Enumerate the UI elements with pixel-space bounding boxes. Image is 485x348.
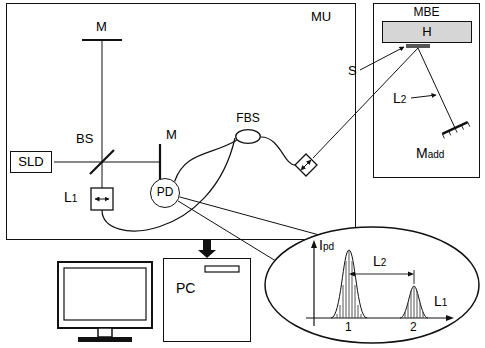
node-label: L2 [373,254,386,269]
additional-mirror [442,122,467,134]
part-label: L2 [393,91,406,106]
photodiode-circle: PD [150,178,180,208]
fringe [414,286,415,318]
dimension-arrowhead [408,272,414,277]
part-label: L1 [64,190,77,205]
optical-fiber [261,137,295,165]
leader-arrow [360,47,404,70]
splitter-outline [236,130,261,144]
fiber-splitter: FBS [228,112,268,146]
dimension-line [351,274,412,275]
fringe [358,305,359,318]
beam-splitter [90,150,114,174]
light-beam [54,162,160,163]
node-label: FBS [236,112,259,125]
interference-fringes [337,250,361,318]
node-label: Ipd [319,238,334,253]
part-label: M [166,128,177,142]
fringe [349,250,350,318]
node-label: MU [311,10,331,24]
interference-fringes [405,286,423,318]
fringe [343,285,344,318]
fringe [355,285,356,318]
monitor-screen [64,268,146,320]
fringe [346,261,347,318]
signal-envelope [331,250,367,318]
callout-ellipse [264,226,480,344]
extension-line [414,270,415,284]
double-arrow [95,199,109,200]
fringe [340,305,341,318]
fringe [417,291,418,318]
monitor-frame [58,262,152,328]
node-label: PC [176,281,195,296]
data-transfer-arrow [198,240,216,258]
fringe [337,314,338,318]
measurement-unit-box: MU SLD PD FBS [6,3,356,240]
light-beam [313,48,418,158]
mirror-hatching [442,122,470,138]
part-label: S [348,64,357,78]
interferogram-plot [264,226,480,344]
axis-arrowhead [446,315,454,321]
fringe [361,314,362,318]
double-arrow [301,160,311,170]
axis-arrowhead [311,240,317,248]
fringe [411,291,412,318]
signal-callout: IpdL2L1 1 2 [264,226,480,344]
fringe [352,261,353,318]
monitor-base [78,337,132,342]
hatch [449,131,451,136]
mirror [159,144,161,180]
node-label: 1 [345,321,352,334]
optical-fiber [175,140,237,181]
node-label: L1 [434,294,447,309]
node-label: H [422,25,431,39]
mirror [82,39,122,41]
fringe [420,303,421,318]
dimension-arrowhead [349,272,355,277]
optical-fiber [102,138,235,231]
callout-outline [265,227,479,343]
leader-arrow [411,95,436,98]
light-source-box: SLD [10,151,52,173]
hatch [468,122,470,127]
fringe [408,303,409,318]
light-beam [418,48,455,128]
node-label: SLD [18,155,43,169]
hatch [442,134,444,139]
hatch [461,125,463,130]
sample [406,44,430,48]
light-beam [102,41,103,188]
drive-slot [205,266,239,272]
fringe [405,312,406,318]
fringe [423,312,424,318]
hatch [455,128,457,133]
part-label: M [96,20,107,34]
monitor-stand [98,328,112,337]
signal-envelope [400,286,428,318]
heater-box: H [382,21,472,43]
computer-box: PC [163,258,251,342]
node-label: 2 [410,321,417,334]
node-label: MBE [413,6,439,19]
part-label: BS [76,132,93,146]
delay-line-box [91,188,113,210]
y-axis [313,246,314,326]
node-label: PD [157,186,174,199]
splitter-oval [235,129,261,144]
part-label: Madd [416,146,444,161]
